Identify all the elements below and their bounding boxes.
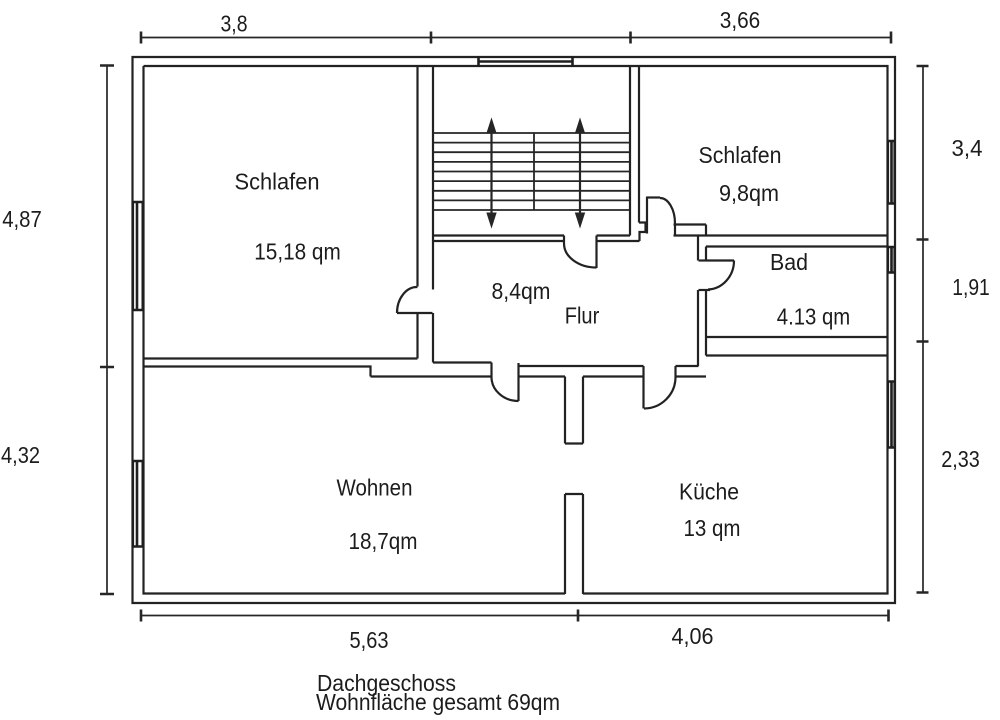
svg-text:Flur: Flur — [565, 303, 600, 329]
svg-text:4,87: 4,87 — [2, 206, 42, 232]
svg-text:3,4: 3,4 — [952, 135, 983, 161]
svg-text:15,18 qm: 15,18 qm — [254, 239, 341, 265]
svg-text:18,7qm: 18,7qm — [349, 528, 418, 554]
svg-text:3,8: 3,8 — [221, 11, 248, 37]
svg-text:5,63: 5,63 — [350, 627, 389, 653]
svg-text:1,91: 1,91 — [952, 274, 990, 300]
svg-text:Dachgeschoss: Dachgeschoss — [317, 670, 456, 696]
svg-text:Schlafen: Schlafen — [235, 169, 320, 195]
svg-text:Schlafen: Schlafen — [699, 142, 782, 168]
svg-text:2,33: 2,33 — [941, 446, 980, 472]
svg-text:Bad: Bad — [770, 249, 808, 275]
svg-text:8,4qm: 8,4qm — [492, 278, 551, 304]
svg-text:13 qm: 13 qm — [684, 515, 741, 541]
svg-text:9,8qm: 9,8qm — [719, 180, 779, 206]
svg-text:Wohnfläche gesamt 69qm: Wohnfläche gesamt 69qm — [316, 689, 560, 715]
svg-text:4,32: 4,32 — [1, 442, 40, 468]
svg-text:Küche: Küche — [679, 479, 739, 505]
svg-text:3,66: 3,66 — [720, 7, 761, 33]
svg-text:4,06: 4,06 — [672, 623, 714, 649]
svg-text:4.13 qm: 4.13 qm — [777, 304, 851, 330]
svg-text:Wohnen: Wohnen — [337, 475, 413, 501]
